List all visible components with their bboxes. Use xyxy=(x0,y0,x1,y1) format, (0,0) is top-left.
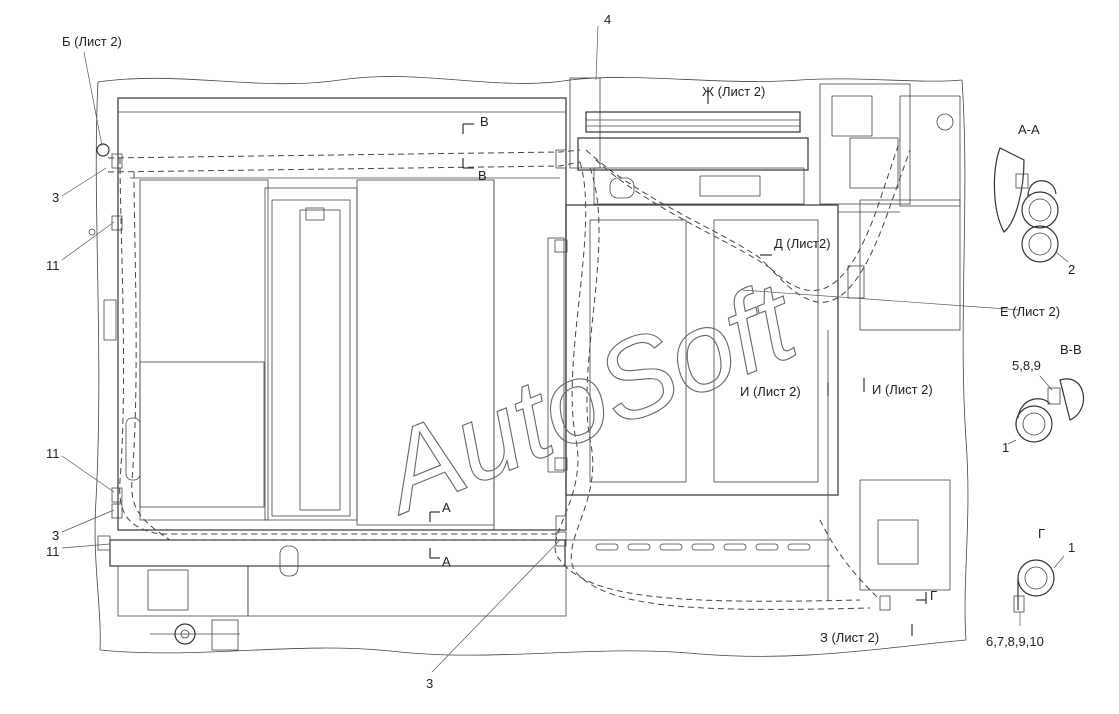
label-g-cut: Г xyxy=(930,588,937,603)
lower-chassis xyxy=(97,535,567,651)
callout-vv-1: 1 xyxy=(1002,440,1009,455)
callout-g-1: 1 xyxy=(1068,540,1075,555)
label-i-sheet2-right: И (Лист 2) xyxy=(872,382,933,397)
callout-4: 4 xyxy=(604,12,611,27)
leader-lines xyxy=(61,25,1021,673)
callout-3-left-bottom: 3 xyxy=(52,528,59,543)
engine-area xyxy=(547,77,961,600)
label-v-bottom: В xyxy=(478,168,487,183)
label-z-sheet2: З (Лист 2) xyxy=(820,630,879,645)
callout-vv-589: 5,8,9 xyxy=(1012,358,1041,373)
annotation-labels: Б (Лист 2) 4 Ж (Лист 2) В В 3 11 Д (Лист… xyxy=(46,12,1082,691)
label-d-sheet2: Д (Лист2) xyxy=(774,236,831,251)
callout-3-left-top: 3 xyxy=(52,190,59,205)
callout-g-678910: 6,7,8,9,10 xyxy=(986,634,1044,649)
section-vv-title: В-В xyxy=(1060,342,1082,357)
callout-aa-2: 2 xyxy=(1068,262,1075,277)
watermark-text: AutoSoft xyxy=(360,257,814,538)
lower-slots xyxy=(595,543,811,551)
callout-3-bottom: 3 xyxy=(426,676,433,691)
label-a-top: А xyxy=(442,500,451,515)
section-aa-title: А-А xyxy=(1018,122,1040,137)
section-g-view xyxy=(1013,555,1065,626)
callout-11-left-top: 11 xyxy=(46,258,60,273)
label-i-sheet2-left: И (Лист 2) xyxy=(740,384,801,399)
label-a-bottom: А xyxy=(442,554,451,569)
callout-11-left-bottom: 11 xyxy=(46,544,60,559)
label-zh-sheet2: Ж (Лист 2) xyxy=(702,84,765,99)
watermark: AutoSoft xyxy=(360,257,815,539)
clamps xyxy=(88,143,891,611)
section-vv-view xyxy=(1007,375,1085,445)
section-markers xyxy=(429,90,927,636)
section-g-title: Г xyxy=(1038,526,1045,541)
hose-routing xyxy=(107,139,911,610)
section-aa-view xyxy=(993,147,1069,263)
label-b-sheet2: Б (Лист 2) xyxy=(62,34,122,49)
label-e-sheet2: Е (Лист 2) xyxy=(1000,304,1060,319)
label-v-top: В xyxy=(480,114,489,129)
callout-11-left-mid: 11 xyxy=(46,446,60,461)
break-outline xyxy=(94,76,969,657)
